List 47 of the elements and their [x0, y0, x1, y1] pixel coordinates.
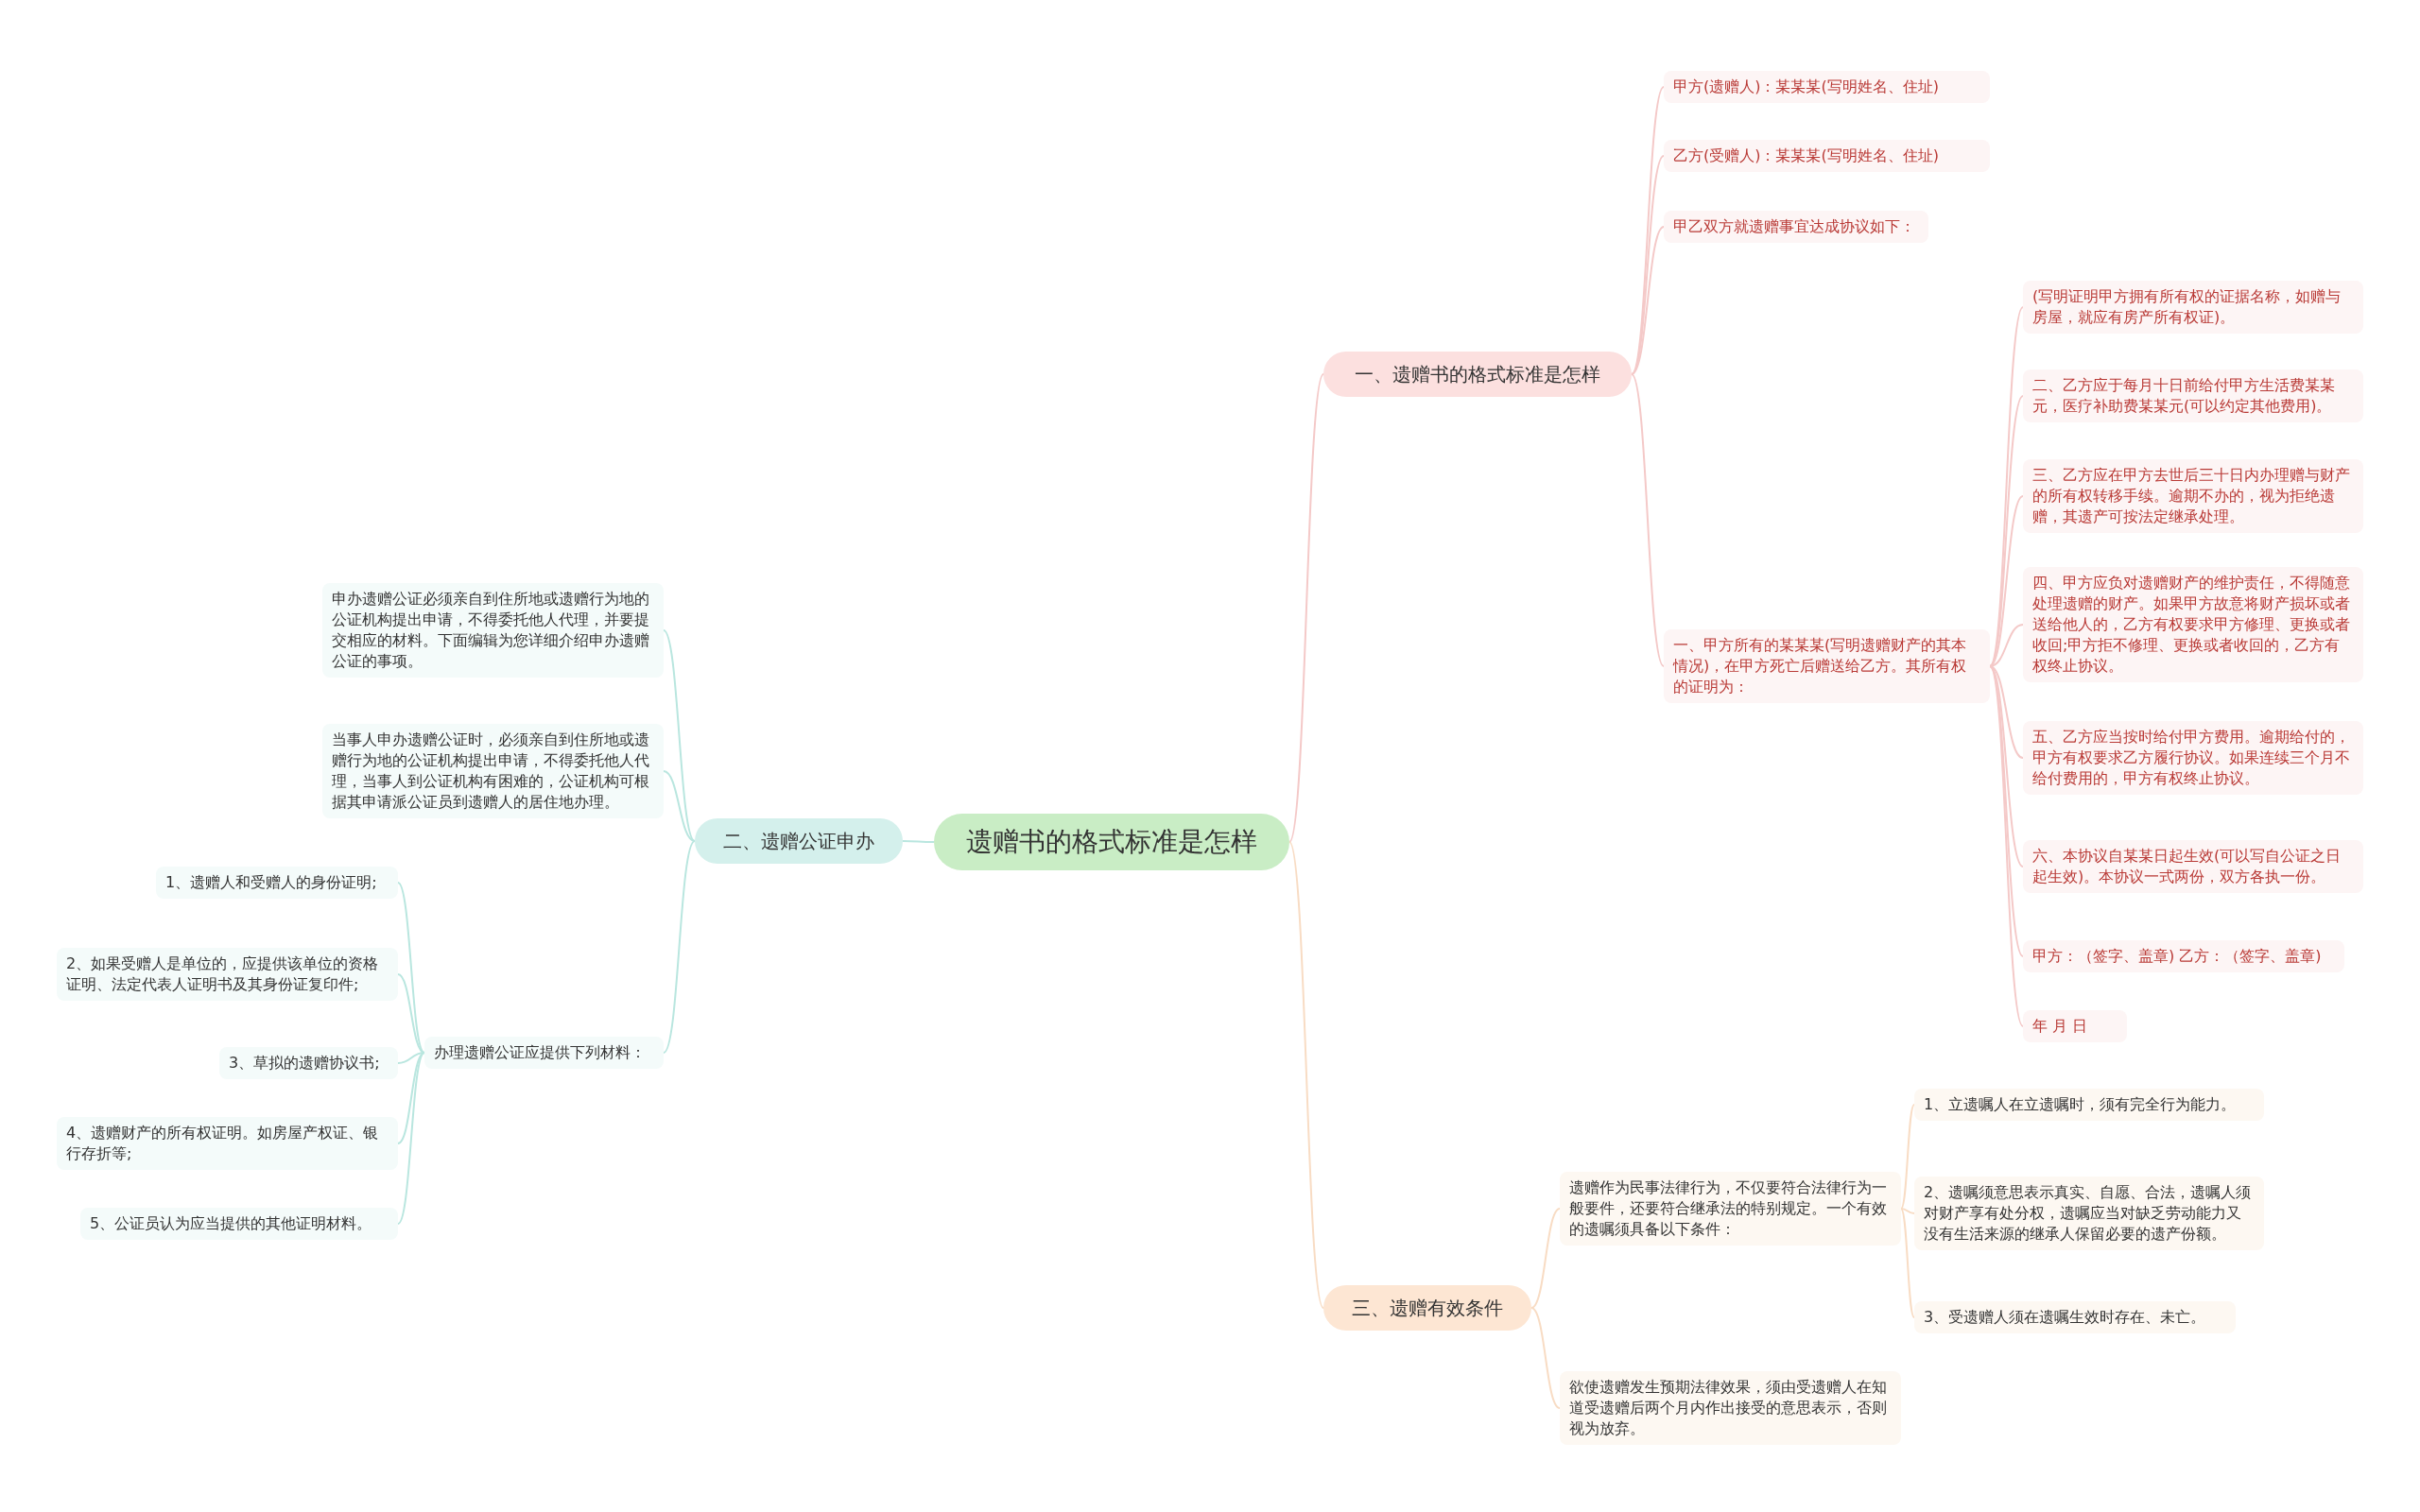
topic-box: 5、公证员认为应当提供的其他证明材料。: [80, 1208, 398, 1240]
connector-line: [1288, 841, 1324, 1309]
central-topic-box: 遗赠书的格式标准是怎样: [934, 814, 1289, 870]
connector-line: [663, 770, 696, 842]
connector-line: [1900, 1208, 1915, 1318]
topic-box: (写明证明甲方拥有所有权的证据名称，如赠与房屋，就应有房产所有权证)。: [2023, 281, 2363, 334]
connector-line: [397, 882, 425, 1054]
topic-box: 遗赠作为民事法律行为，不仅要符合法律行为一般要件，还要符合继承法的特别规定。一个有效的遗嘱须具备以下条件：: [1560, 1172, 1901, 1246]
topic-box: 1、立遗嘱人在立遗嘱时，须有完全行为能力。: [1914, 1089, 2264, 1121]
topic-box: 甲方(遗赠人)：某某某(写明姓名、住址): [1664, 71, 1990, 103]
topic-box: 一、甲方所有的某某某(写明遗赠财产的其本情况)，在甲方死亡后赠送给乙方。其所有权的证明为：: [1664, 629, 1990, 703]
connector-line: [1631, 373, 1665, 667]
topic-box: 六、本协议自某某日起生效(可以写自公证之日起生效)。本协议一式两份，双方各执一份。: [2023, 840, 2363, 893]
topic-box: 1、遗赠人和受赠人的身份证明;: [156, 867, 398, 899]
connector-line: [902, 840, 935, 843]
topic-box: 办理遗赠公证应提供下列材料：: [424, 1037, 664, 1069]
topic-box: 甲乙双方就遗赠事宜达成协议如下：: [1664, 211, 1928, 243]
topic-box: 甲方：（签字、盖章) 乙方：（签字、盖章): [2023, 940, 2344, 972]
topic-box: 当事人申办遗赠公证时，必须亲自到住所地或遗赠行为地的公证机构提出申请，不得委托他人代理，当事人到公证机构有困难的，公证机构可根据其申请派公证员到遗赠人的居住地办理。: [322, 724, 664, 818]
connector-line: [397, 1052, 425, 1225]
connector-line: [1288, 373, 1324, 843]
topic-box: 二、乙方应于每月十日前给付甲方生活费某某元，医疗补助费某某元(可以约定其他费用)。: [2023, 369, 2363, 422]
branch-topic-box: 三、遗赠有效条件: [1323, 1285, 1531, 1331]
connector-line: [663, 840, 696, 1054]
topic-box: 五、乙方应当按时给付甲方费用。逾期给付的，甲方有权要求乙方履行协议。如果连续三个月不给付费用的，甲方有权终止协议。: [2023, 721, 2363, 795]
connector-line: [663, 629, 696, 842]
topic-box: 三、乙方应在甲方去世后三十日内办理赠与财产的所有权转移手续。逾期不办的，视为拒绝遗赠，其遗产可按法定继承处理。: [2023, 459, 2363, 533]
connector-line: [1900, 1104, 1915, 1210]
connector-line: [1989, 306, 2024, 667]
topic-box: 年 月 日: [2023, 1010, 2127, 1042]
connector-line: [1989, 624, 2024, 667]
topic-box: 申办遗赠公证必须亲自到住所地或遗赠行为地的公证机构提出申请，不得委托他人代理，并要提交相应的材料。下面编辑为您详细介绍申办遗赠公证的事项。: [322, 583, 664, 678]
connector-line: [397, 973, 425, 1054]
topic-box: 3、草拟的遗赠协议书;: [219, 1047, 398, 1079]
topic-box: 2、如果受赠人是单位的，应提供该单位的资格证明、法定代表人证明书及其身份证复印件;: [57, 948, 398, 1001]
topic-box: 欲使遗赠发生预期法律效果，须由受遗赠人在知道受遗赠后两个月内作出接受的意思表示，否则视为放弃。: [1560, 1371, 1901, 1445]
branch-topic-box: 一、遗赠书的格式标准是怎样: [1323, 352, 1632, 397]
topic-box: 3、受遗赠人须在遗嘱生效时存在、未亡。: [1914, 1301, 2236, 1333]
connector-line: [1530, 1208, 1561, 1309]
topic-box: 2、遗嘱须意思表示真实、自愿、合法，遗嘱人须对财产享有处分权，遗嘱应当对缺乏劳动能力又没有生活来源的继承人保留必要的遗产份额。: [1914, 1177, 2264, 1250]
connector-line: [1530, 1307, 1561, 1409]
connector-line: [1989, 665, 2024, 1027]
branch-topic-box: 二、遗赠公证申办: [695, 818, 903, 864]
connector-line: [1631, 226, 1665, 375]
topic-box: 四、甲方应负对遗赠财产的维护责任，不得随意处理遗赠的财产。如果甲方故意将财产损坏或者送给他人的，乙方有权要求甲方修理、更换或者收回;甲方拒不修理、更换或者收回的，乙方有权终止协议。: [2023, 567, 2363, 682]
topic-box: 乙方(受赠人)：某某某(写明姓名、住址): [1664, 140, 1990, 172]
topic-box: 4、遗赠财产的所有权证明。如房屋产权证、银行存折等;: [57, 1117, 398, 1170]
